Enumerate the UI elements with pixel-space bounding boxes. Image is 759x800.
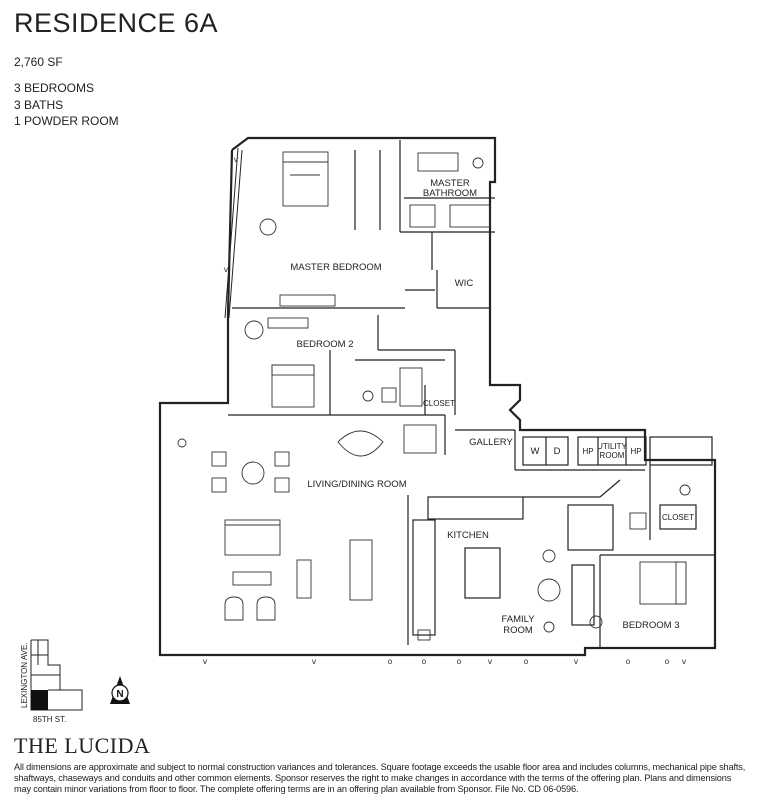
label-master-bathroom-line1: MASTER bbox=[430, 178, 470, 189]
north-label: N bbox=[116, 689, 123, 700]
facade-marker: v bbox=[234, 155, 239, 164]
label-washer: W bbox=[531, 446, 540, 457]
facade-marker: o bbox=[457, 657, 462, 666]
key-plan: LEXINGTON AVE. 85TH ST. bbox=[20, 639, 83, 724]
square-footage: 2,760 SF bbox=[14, 55, 63, 69]
facade-marker: v bbox=[488, 657, 493, 666]
label-gallery: GALLERY bbox=[469, 437, 513, 448]
facade-markers: v v v v o o o v o v o o v bbox=[203, 155, 687, 666]
facade-marker: o bbox=[665, 657, 670, 666]
label-hp-2: HP bbox=[630, 447, 641, 456]
label-kitchen: KITCHEN bbox=[447, 530, 489, 541]
label-bedroom-3: BEDROOM 3 bbox=[622, 620, 679, 631]
key-plan-highlight bbox=[31, 690, 48, 710]
label-master-bathroom-line2: BATHROOM bbox=[423, 188, 477, 199]
facade-marker: v bbox=[574, 657, 579, 666]
north-arrow-icon: N bbox=[110, 676, 130, 704]
brand-logo: THE LUCIDA bbox=[14, 733, 151, 758]
facade-marker: v bbox=[312, 657, 317, 666]
facade-marker: v bbox=[203, 657, 208, 666]
label-dryer: D bbox=[554, 446, 561, 457]
label-utility-line2: ROOM bbox=[600, 451, 625, 460]
furniture bbox=[177, 151, 691, 641]
facade-marker: o bbox=[388, 657, 393, 666]
key-plan-street-vertical: LEXINGTON AVE. bbox=[20, 642, 29, 708]
facade-marker: v bbox=[682, 657, 687, 666]
room-labels: MASTER BATHROOM MASTER BEDROOM WIC BEDRO… bbox=[290, 178, 694, 636]
label-family-line2: ROOM bbox=[503, 625, 533, 636]
label-living-dining: LIVING/DINING ROOM bbox=[307, 479, 406, 490]
room-summary: 3 BEDROOMS 3 BATHS 1 POWDER ROOM bbox=[14, 80, 119, 130]
label-closet-2: CLOSET bbox=[662, 513, 694, 522]
facade-marker: o bbox=[626, 657, 631, 666]
label-hp-1: HP bbox=[582, 447, 593, 456]
residence-title: RESIDENCE 6A bbox=[14, 8, 219, 38]
walls bbox=[158, 136, 717, 657]
key-plan-street-horizontal: 85TH ST. bbox=[33, 715, 66, 724]
room-summary-bedrooms: 3 BEDROOMS bbox=[14, 81, 95, 95]
label-closet-1: CLOSET bbox=[423, 399, 455, 408]
label-utility-line1: UTILITY bbox=[597, 442, 627, 451]
facade-marker: o bbox=[422, 657, 427, 666]
room-summary-baths: 3 BATHS bbox=[14, 97, 64, 112]
facade-marker: v bbox=[224, 265, 229, 274]
label-master-bedroom: MASTER BEDROOM bbox=[290, 262, 381, 273]
label-bedroom-2: BEDROOM 2 bbox=[296, 339, 353, 350]
facade-marker: o bbox=[524, 657, 529, 666]
disclaimer-text: All dimensions are approximate and subje… bbox=[14, 762, 746, 794]
label-wic: WIC bbox=[455, 278, 474, 289]
room-summary-powder: 1 POWDER ROOM bbox=[14, 114, 119, 128]
label-family-line1: FAMILY bbox=[501, 614, 535, 625]
